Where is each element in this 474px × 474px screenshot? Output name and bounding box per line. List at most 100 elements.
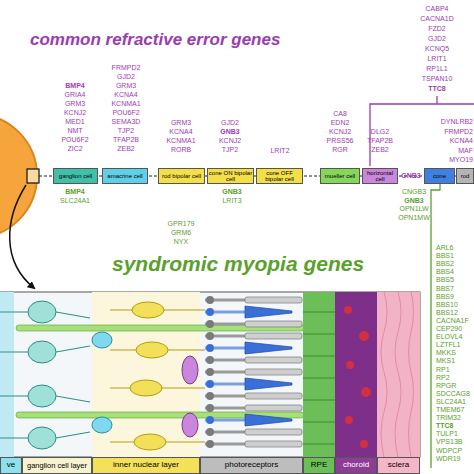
bipolar-cell-shape	[136, 342, 168, 358]
gene-label: RP1	[436, 366, 450, 373]
gene-label: TFAP2B	[367, 137, 393, 144]
gene-label: KCNJ2	[219, 137, 241, 144]
cell-type-box: cone	[424, 168, 455, 184]
layer-band: RPE	[303, 457, 335, 474]
gene-label: LRIT3	[222, 197, 241, 204]
rod-cell-shape	[205, 368, 302, 376]
gene-label: GRM3	[116, 82, 136, 89]
gene-label: CACNA1F	[436, 317, 469, 324]
gene-label: BBS1	[436, 252, 454, 259]
gene-label: RPGR	[436, 382, 456, 389]
gene-label: GRM6	[171, 229, 191, 236]
choroid-band	[335, 292, 377, 457]
gene-label: TTC8	[436, 422, 454, 429]
gene-label: ARL6	[436, 244, 454, 251]
gene-label: CABP4	[426, 5, 449, 12]
layer-band: sclera	[377, 457, 420, 474]
gene-label: BBS9	[436, 293, 454, 300]
gene-label: GRM3	[65, 100, 85, 107]
gene-label: GNB3	[222, 188, 241, 195]
gene-label: KCNQ5	[425, 45, 449, 52]
gene-label: BBS2	[436, 260, 454, 267]
gene-label: RORB	[171, 146, 191, 153]
gene-label: FRMPD2	[444, 128, 473, 135]
cone-cell-shape	[205, 414, 292, 426]
node-label: ganglion cell layer	[27, 462, 87, 470]
blood-vessel	[359, 331, 369, 341]
blood-vessel	[360, 440, 368, 448]
gene-label: GRIA4	[64, 91, 85, 98]
dendrite-lines	[56, 312, 90, 438]
node-label: photoreceptors	[225, 461, 278, 469]
gene-label: MKS1	[436, 357, 455, 364]
gene-label: GRM3	[171, 119, 191, 126]
node-label: choroid	[343, 461, 369, 469]
gene-label: POU6F2	[61, 136, 88, 143]
node-label: cone ON bipolar cell	[208, 170, 253, 183]
node-label: RPE	[311, 461, 327, 469]
horizontal-cell-shape	[182, 356, 198, 384]
gene-label: NMT	[67, 127, 82, 134]
gene-label: MYO19	[449, 156, 473, 163]
gene-label: TMEM67	[436, 406, 464, 413]
ganglion-cell-shape	[28, 301, 56, 323]
amacrine-cell-shape	[92, 417, 112, 433]
rpe-band	[303, 292, 335, 457]
gene-label: CACNA1D	[420, 15, 453, 22]
gene-label: WDPCP	[436, 447, 462, 454]
inner-nuclear-band	[92, 292, 200, 457]
gene-label: FZD2	[428, 25, 446, 32]
gene-label: LRIT2	[270, 147, 289, 154]
cell-type-box: mueller cell	[320, 168, 360, 184]
gene-label: BBS5	[436, 276, 454, 283]
gene-label: BMP4	[65, 188, 84, 195]
gene-label: ZIC2	[67, 145, 82, 152]
gene-label: OPN1MW	[398, 214, 430, 221]
node-label: rod bipolar cell	[162, 173, 201, 179]
refractive-bracket	[370, 96, 474, 166]
node-label: cone OFF bipolar cell	[257, 170, 302, 183]
node-label: horizontal cell	[363, 170, 397, 183]
cone-cell-shape	[205, 306, 292, 318]
ganglion-cell-shape	[28, 385, 56, 407]
retina-panel	[0, 292, 420, 457]
gene-label: MKKS	[436, 349, 456, 356]
gene-label: TFAP2B	[113, 136, 139, 143]
cell-type-box: rod bipolar cell	[158, 168, 205, 184]
rod-cell-shape	[205, 404, 302, 412]
gene-label: KCNJ2	[64, 109, 86, 116]
gene-label: KCNMA1	[111, 100, 140, 107]
node-label: inner nuclear layer	[113, 461, 179, 469]
rod-cell-shape	[205, 320, 302, 328]
cell-type-box: cone OFF bipolar cell	[256, 168, 303, 184]
section-heading: common refractive error genes	[30, 31, 280, 48]
nerve-fiber-band	[0, 292, 14, 457]
gene-label: KCNMA1	[166, 137, 195, 144]
gene-label: KCNA4	[169, 128, 192, 135]
axon-lines	[0, 312, 28, 438]
rod-cell-shape	[205, 332, 302, 340]
gene-label: RGR	[332, 146, 348, 153]
gene-label: BBS4	[436, 268, 454, 275]
gene-label: GJD2	[428, 35, 446, 42]
gene-label: TTC8	[428, 85, 446, 92]
cell-type-box: ganglion cell	[53, 168, 98, 184]
gene-label: SDCCAG8	[436, 390, 470, 397]
layer-band: inner nuclear layer	[92, 457, 200, 474]
horizontal-cell-shape	[182, 413, 198, 437]
node-label: sclera	[388, 461, 409, 469]
gene-label: SEMA3D	[112, 118, 141, 125]
gene-label: MED1	[65, 118, 84, 125]
gene-label: TJP2	[118, 127, 134, 134]
amacrine-cell-shape	[92, 332, 112, 348]
gene-label: LZTFL1	[436, 341, 461, 348]
gene-label: DYNLRB2	[441, 118, 473, 125]
gene-label: CNGB3	[402, 188, 426, 195]
gene-label: TJP2	[222, 146, 238, 153]
gene-label: ZEB2	[371, 146, 389, 153]
gene-label: PRSS56	[327, 137, 354, 144]
gene-label: TULP1	[436, 430, 458, 437]
gene-label: NYX	[174, 238, 188, 245]
blood-vessel	[361, 387, 371, 397]
